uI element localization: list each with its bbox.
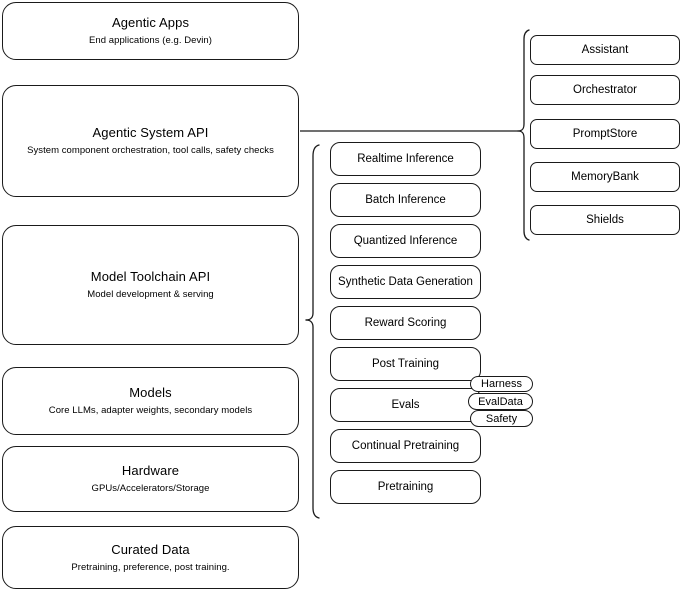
capability-label: Batch Inference — [365, 193, 446, 206]
capability-box-reward-scoring[interactable]: Reward Scoring — [330, 306, 481, 340]
capability-box-evals[interactable]: Evals — [330, 388, 481, 422]
layer-title: Agentic Apps — [111, 15, 190, 30]
component-box-shields[interactable]: Shields — [530, 205, 680, 235]
capability-box-post-training[interactable]: Post Training — [330, 347, 481, 381]
component-box-orchestrator[interactable]: Orchestrator — [530, 75, 680, 105]
layer-box-model-toolchain-api[interactable]: Model Toolchain API Model development & … — [2, 225, 299, 345]
capability-box-realtime-inference[interactable]: Realtime Inference — [330, 142, 481, 176]
evals-tag-label: Safety — [485, 412, 518, 425]
evals-tag-label: Harness — [481, 378, 522, 390]
layer-subtitle: Pretraining, preference, post training. — [71, 561, 230, 573]
evals-tag-evaldata[interactable]: EvalData — [468, 393, 533, 410]
capability-label: Synthetic Data Generation — [338, 275, 473, 288]
component-box-assistant[interactable]: Assistant — [530, 35, 680, 65]
component-box-promptstore[interactable]: PromptStore — [530, 119, 680, 149]
layer-box-hardware[interactable]: Hardware GPUs/Accelerators/Storage — [2, 446, 299, 512]
capability-label: Realtime Inference — [357, 152, 454, 165]
capability-label: Reward Scoring — [364, 316, 447, 329]
capability-box-pretraining[interactable]: Pretraining — [330, 470, 481, 504]
component-label: MemoryBank — [571, 170, 639, 183]
layer-box-curated-data[interactable]: Curated Data Pretraining, preference, po… — [2, 526, 299, 589]
evals-tag-label: EvalData — [478, 395, 523, 408]
capability-box-continual-pretraining[interactable]: Continual Pretraining — [330, 429, 481, 463]
capability-label: Quantized Inference — [353, 234, 458, 247]
component-label: Orchestrator — [573, 83, 637, 96]
layer-title: Hardware — [121, 463, 180, 478]
layer-box-models[interactable]: Models Core LLMs, adapter weights, secon… — [2, 367, 299, 435]
capability-label: Pretraining — [377, 480, 434, 493]
component-label: Shields — [586, 213, 624, 226]
layer-title: Curated Data — [111, 541, 190, 557]
layer-title: Model Toolchain API — [90, 269, 211, 284]
capability-label: Continual Pretraining — [351, 439, 460, 452]
layer-subtitle: System component orchestration, tool cal… — [27, 145, 274, 156]
component-box-memorybank[interactable]: MemoryBank — [530, 162, 680, 192]
capability-label: Evals — [391, 398, 420, 411]
layer-title: Models — [129, 385, 172, 400]
component-label: PromptStore — [572, 127, 638, 140]
capability-box-batch-inference[interactable]: Batch Inference — [330, 183, 481, 217]
layer-box-agentic-system-api[interactable]: Agentic System API System component orch… — [2, 85, 299, 197]
capability-box-quantized-inference[interactable]: Quantized Inference — [330, 224, 481, 258]
layer-box-agentic-apps[interactable]: Agentic Apps End applications (e.g. Devi… — [2, 2, 299, 60]
layer-subtitle: GPUs/Accelerators/Storage — [91, 483, 210, 494]
capability-box-synthetic-data-generation[interactable]: Synthetic Data Generation — [330, 265, 481, 299]
layer-subtitle: End applications (e.g. Devin) — [89, 35, 212, 46]
capability-label: Post Training — [371, 357, 440, 370]
evals-tag-harness[interactable]: Harness — [470, 376, 533, 392]
component-label: Assistant — [581, 43, 629, 56]
evals-tag-safety[interactable]: Safety — [470, 410, 533, 427]
layer-subtitle: Core LLMs, adapter weights, secondary mo… — [48, 405, 253, 416]
layer-title: Agentic System API — [92, 125, 209, 140]
layer-subtitle: Model development & serving — [87, 289, 214, 300]
